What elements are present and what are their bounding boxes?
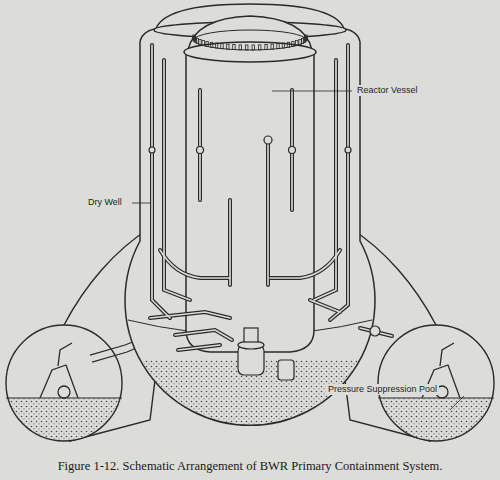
piping-inner-part (267, 140, 269, 285)
head-bolt (206, 41, 208, 46)
valves-and-pump-part (370, 326, 380, 336)
piping-inner-part (164, 60, 190, 300)
reactor-vessel-part (194, 30, 306, 50)
valves-and-pump-part (289, 147, 296, 154)
head-bolt (227, 44, 229, 49)
dry-well (125, 4, 376, 440)
piping-inner-part (152, 45, 170, 318)
leader-lines-part (132, 203, 150, 204)
valves-and-pump-part (244, 328, 258, 342)
piping-outer-part (330, 45, 348, 320)
head-bolt (299, 39, 301, 44)
piping-inner-part (270, 250, 340, 278)
piping-inner-part (229, 200, 231, 285)
torus-vent-pipes-part (58, 343, 72, 366)
piping-inner-part (160, 250, 230, 278)
part-label: Dry Well (86, 197, 124, 208)
piping-inner-part (199, 90, 201, 200)
leader-lines-part (450, 396, 464, 410)
head-bolt (271, 44, 273, 49)
head-bolts (193, 35, 307, 50)
torus-vent-pipes-part (58, 386, 70, 398)
head-bolt (233, 45, 235, 50)
piping-outer-part (270, 250, 340, 278)
piping-outer-part (314, 60, 336, 300)
head-bolt (202, 40, 204, 45)
piping-inner-part (175, 330, 232, 340)
piping-outer-part (178, 345, 220, 350)
piping-outer-part (160, 250, 230, 278)
piping-outer-part (175, 330, 232, 340)
piping-outer-part (152, 45, 170, 318)
head-bolt (199, 39, 201, 44)
piping-outer-part (310, 300, 340, 312)
head-bolt (196, 38, 198, 43)
head-bolt (215, 43, 217, 48)
valves-and-pump-part (149, 147, 155, 153)
torus-vent-pipes-part (440, 343, 454, 366)
part-label: Pressure Suppression Pool (326, 384, 439, 395)
torus-vent-pipes-part (40, 365, 78, 398)
part-label: Reactor Vessel (355, 85, 420, 96)
torus-right-part (378, 398, 494, 399)
piping-outer-part (164, 60, 190, 300)
head-bolt (277, 44, 279, 49)
valves-and-pump-part (278, 360, 294, 380)
torus-right-part (370, 398, 500, 448)
head-bolt (210, 42, 212, 47)
figure-caption: Figure 1-12. Schematic Arrangement of BW… (0, 459, 500, 474)
piping-outer-part (150, 312, 230, 318)
head-bolt (305, 35, 307, 40)
head-bolt (221, 44, 223, 49)
reactor-vessel-part (186, 55, 314, 352)
head-bolt (296, 40, 298, 45)
valves-and-pump (149, 136, 380, 380)
piping-inner-part (314, 60, 336, 300)
head-bolt (259, 45, 261, 50)
head-bolt (292, 41, 294, 46)
reactor-vessel-part (184, 42, 316, 62)
valves-and-pump-part (345, 147, 351, 153)
piping-outer-part (198, 90, 202, 200)
piping-inner-part (310, 300, 340, 312)
head-bolt (265, 45, 267, 50)
piping-inner-part (330, 45, 348, 320)
leader-lines-part (272, 91, 352, 92)
head-bolt (246, 45, 248, 50)
valves-and-pump-part (264, 136, 272, 144)
head-bolt (282, 43, 284, 48)
leader-lines (132, 91, 464, 410)
piping-inner-part (178, 345, 220, 350)
reactor-vessel (184, 16, 316, 352)
piping-outer-part (228, 200, 232, 285)
head-bolt (239, 45, 241, 50)
head-bolt (252, 45, 254, 50)
piping-inner-part (150, 312, 230, 318)
head-bolt (287, 42, 289, 47)
torus-left-part (0, 398, 130, 448)
piping-outer-part (266, 140, 270, 285)
valves-and-pump-part (197, 147, 204, 154)
